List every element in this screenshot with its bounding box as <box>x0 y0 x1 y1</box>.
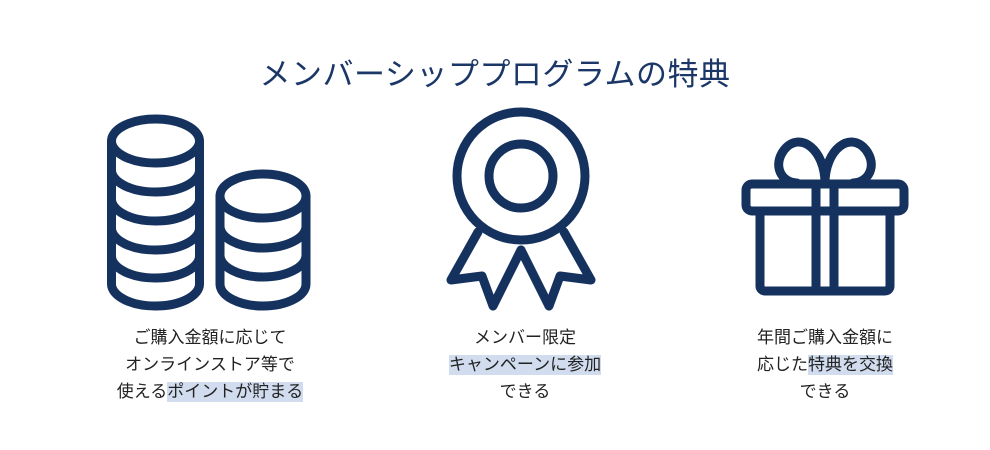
caption-line: 使えるポイントが貯まる <box>116 382 304 402</box>
caption-line: キャンペーンに参加 <box>395 352 655 379</box>
caption-line: できる <box>799 382 851 402</box>
highlight-text: 特典を交換 <box>808 355 893 375</box>
medal-ribbon-icon <box>446 107 596 311</box>
caption-line: できる <box>499 382 551 402</box>
caption-line: ご購入金額に応じて <box>133 328 287 348</box>
coins-stack-icon <box>107 114 311 311</box>
highlight-text: キャンペーンに参加 <box>448 355 602 375</box>
caption-line: 応じた特典を交換 <box>757 355 893 375</box>
highlight-text: ポイントが貯まる <box>167 382 304 402</box>
page-title: メンバーシッププログラムの特典 <box>259 56 731 93</box>
benefit-points-caption: ご購入金額に応じて オンラインストア等で 使えるポイントが貯まる <box>80 325 340 406</box>
caption-line: オンラインストア等で <box>125 355 295 375</box>
gift-box-icon <box>741 137 909 296</box>
caption-line: メンバー限定 <box>474 328 576 348</box>
benefit-exchange-caption: 年間ご購入金額に 応じた特典を交換 できる <box>695 325 955 406</box>
benefit-campaign-caption: メンバー限定 キャンペーンに参加 できる <box>395 325 655 406</box>
caption-line: 年間ご購入金額に <box>757 328 893 348</box>
